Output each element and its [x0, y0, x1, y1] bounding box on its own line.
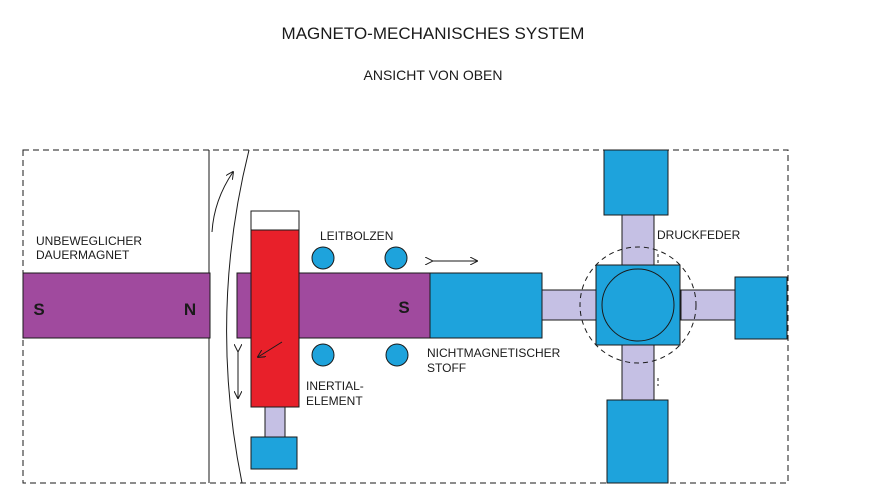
- arc-motion-line: [226, 149, 250, 484]
- inertial-base-block: [250, 436, 298, 470]
- fixed-magnet-s-pole: S: [33, 300, 44, 319]
- diagram-subtitle: ANSICHT VON OBEN: [364, 67, 503, 83]
- inertial-element-top: [250, 210, 300, 231]
- fixed-magnet-n-pole: N: [184, 300, 196, 319]
- center-block: [595, 264, 681, 346]
- guide-pin-top-right: [384, 246, 408, 270]
- inertial-label-1: INERTIAL-: [306, 379, 364, 393]
- block-right: [734, 276, 788, 340]
- diagram-title: MAGNETO-MECHANISCHES SYSTEM: [282, 24, 585, 43]
- fixed-magnet-label-1: UNBEWEGLICHER: [36, 234, 142, 248]
- fixed-magnet-label-2: DAUERMAGNET: [36, 248, 130, 262]
- guide-pins-label: LEITBOLZEN: [320, 229, 393, 243]
- center-circle: [601, 268, 675, 342]
- guide-pin-bottom-left: [311, 343, 335, 367]
- block-bottom: [606, 399, 669, 484]
- fixed-magnet: [22, 272, 211, 339]
- spring-label: DRUCKFEDER: [657, 228, 741, 242]
- block-top: [603, 149, 669, 216]
- arc-motion-arrow: [211, 172, 233, 233]
- guide-pin-top-left: [311, 246, 335, 270]
- nonmagnetic-label-2: STOFF: [427, 361, 466, 375]
- nonmagnetic-label-1: NICHTMAGNETISCHER: [427, 346, 561, 360]
- spring-bottom: [621, 344, 655, 401]
- dashed-outer-circle: [579, 246, 697, 364]
- inertial-label-2: ELEMENT: [306, 394, 363, 408]
- nonmagnetic-block: [429, 272, 543, 339]
- guide-pin-bottom-right: [385, 343, 409, 367]
- spring-top: [621, 214, 655, 266]
- moving-magnet-s-pole: S: [398, 298, 409, 317]
- inertial-stem: [264, 406, 286, 438]
- inertial-element: [250, 229, 300, 408]
- dashed-frame: [22, 149, 789, 484]
- spring-right: [680, 289, 736, 321]
- spring-left: [541, 289, 597, 321]
- diagonal-arrow: [258, 341, 283, 357]
